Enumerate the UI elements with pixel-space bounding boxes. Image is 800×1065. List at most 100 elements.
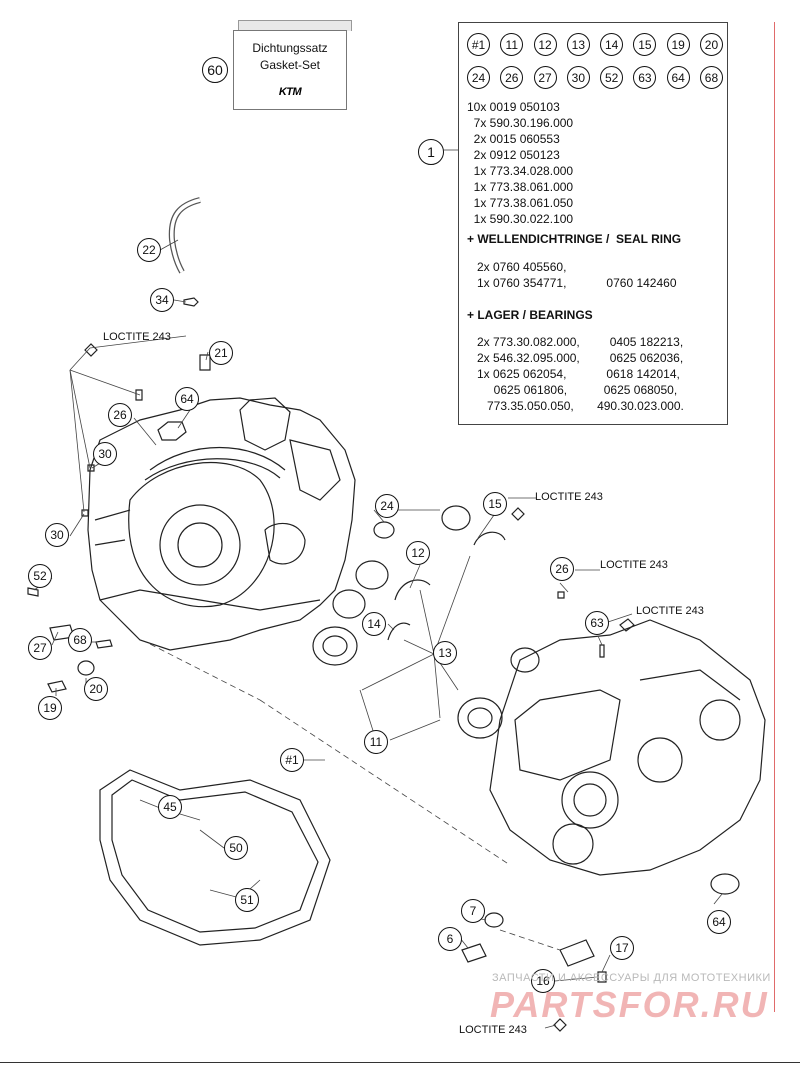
part-68 bbox=[95, 639, 113, 649]
chip: 12 bbox=[533, 33, 557, 56]
gasket-set-box: Dichtungssatz Gasket-Set KTM bbox=[233, 30, 347, 110]
chip: 64 bbox=[666, 66, 690, 89]
seal-line: 2x 0760 405560, bbox=[477, 260, 567, 274]
part-number-line: 7x 590.30.196.000 bbox=[467, 116, 574, 130]
bushing-64 bbox=[710, 873, 740, 895]
chip: 52 bbox=[600, 66, 624, 89]
loctite-label: LOCTITE 243 bbox=[103, 331, 171, 343]
bearing-line: 2x 546.32.095.000, 0625 062036, bbox=[477, 351, 684, 365]
callout-17: 17 bbox=[610, 936, 634, 960]
loctite-label: LOCTITE 243 bbox=[600, 559, 668, 571]
gasket-box-lid bbox=[238, 20, 352, 31]
part-number-line: 1x 773.38.061.050 bbox=[467, 196, 574, 210]
chip: 68 bbox=[699, 66, 723, 89]
callout-34: 34 bbox=[150, 288, 174, 312]
oil-port bbox=[552, 823, 594, 865]
bearing-line: 0625 061806, 0625 068050, bbox=[477, 383, 678, 397]
callout-11: 11 bbox=[364, 730, 388, 754]
plug-19 bbox=[47, 680, 67, 693]
gasket-title-de: Dichtungssatz bbox=[252, 41, 328, 55]
chip: 19 bbox=[666, 33, 690, 56]
gasket-outline bbox=[99, 769, 331, 946]
bearing-a bbox=[355, 560, 389, 590]
screw-34-part bbox=[183, 297, 199, 307]
callout-19: 19 bbox=[38, 696, 62, 720]
callout-15: 15 bbox=[483, 492, 507, 516]
circlip-15 bbox=[473, 531, 506, 546]
callout-26: 26 bbox=[108, 403, 132, 427]
chip: 13 bbox=[566, 33, 590, 56]
washer-20 bbox=[77, 660, 95, 676]
callout-7: 7 bbox=[461, 899, 485, 923]
callout-51: 51 bbox=[235, 888, 259, 912]
crank-bearing-seat bbox=[159, 504, 241, 586]
circlip-12 bbox=[394, 579, 431, 601]
callout-24: 24 bbox=[375, 494, 399, 518]
seal-line: 1x 0760 354771, 0760 142460 bbox=[477, 276, 677, 290]
callout-64b: 64 bbox=[707, 910, 731, 934]
bottom-border bbox=[0, 1062, 800, 1063]
chip: 26 bbox=[500, 66, 524, 89]
parts-list-box: #1 11 12 13 14 15 19 20 24 26 27 30 52 6… bbox=[458, 22, 728, 425]
margin-line bbox=[774, 22, 775, 1012]
part-21 bbox=[199, 354, 211, 371]
watermark-logo: PARTSFOR.RU bbox=[490, 984, 769, 1025]
chip: 24 bbox=[467, 66, 490, 89]
chip: 20 bbox=[699, 33, 723, 56]
callout-12: 12 bbox=[406, 541, 430, 565]
bearings-heading: + LAGER / BEARINGS bbox=[467, 308, 593, 322]
part-number-line: 10x 0019 050103 bbox=[467, 100, 560, 114]
bearing-b bbox=[312, 626, 358, 666]
bearing-line: 773.35.050.050, 490.30.023.000. bbox=[477, 399, 684, 413]
part-64a bbox=[157, 421, 187, 441]
callout-hash1: #1 bbox=[280, 748, 304, 772]
chip: 14 bbox=[600, 33, 624, 56]
loctite-drop-1 bbox=[84, 343, 98, 357]
plug-6 bbox=[461, 943, 487, 963]
callout-63: 63 bbox=[585, 611, 609, 635]
seal-ring-b bbox=[510, 647, 540, 673]
loctite-label: LOCTITE 243 bbox=[459, 1024, 527, 1036]
callout-64: 64 bbox=[175, 387, 199, 411]
part-number-line: 2x 0912 050123 bbox=[467, 148, 560, 162]
circlip-14 bbox=[387, 622, 411, 641]
callout-27: 27 bbox=[28, 636, 52, 660]
callout-20: 20 bbox=[84, 677, 108, 701]
chip: 27 bbox=[533, 66, 557, 89]
part-52 bbox=[27, 587, 39, 597]
callout-45: 45 bbox=[158, 795, 182, 819]
cover-plate bbox=[559, 939, 595, 967]
callout-26b: 26 bbox=[550, 557, 574, 581]
chip: #1 bbox=[467, 33, 490, 56]
part-number-line: 1x 773.34.028.000 bbox=[467, 164, 574, 178]
crank-bore bbox=[128, 461, 275, 608]
callout-52: 52 bbox=[28, 564, 52, 588]
callout-6: 6 bbox=[438, 927, 462, 951]
right-case-outline bbox=[489, 619, 766, 876]
part-number-line: 1x 590.30.022.100 bbox=[467, 212, 574, 226]
watermark-tagline: ЗАПЧАСТИ И АКСЕССУАРЫ ДЛЯ МОТОТЕХНИКИ bbox=[492, 972, 771, 984]
chip-row-2: 24 26 27 30 52 63 64 68 bbox=[467, 66, 723, 89]
callout-30b: 30 bbox=[45, 523, 69, 547]
bearing-c bbox=[457, 697, 503, 739]
chip: 63 bbox=[633, 66, 657, 89]
bearing-line: 2x 773.30.082.000, 0405 182213, bbox=[477, 335, 684, 349]
callout-22: 22 bbox=[137, 238, 161, 262]
callout-14: 14 bbox=[362, 612, 386, 636]
callout-30: 30 bbox=[93, 442, 117, 466]
gasket-title-en: Gasket-Set bbox=[259, 58, 321, 72]
loctite-label: LOCTITE 243 bbox=[535, 491, 603, 503]
seal-ring-heading: + WELLENDICHTRINGE / SEAL RING bbox=[467, 232, 682, 246]
left-case-outline bbox=[87, 397, 356, 651]
seal-ring-a bbox=[441, 505, 471, 531]
callout-13: 13 bbox=[433, 641, 457, 665]
bearing-line: 1x 0625 062054, 0618 142014, bbox=[477, 367, 680, 381]
loctite-label: LOCTITE 243 bbox=[636, 605, 704, 617]
bushing-24 bbox=[373, 521, 395, 539]
part-number-line: 1x 773.38.061.000 bbox=[467, 180, 574, 194]
seal-7 bbox=[484, 912, 504, 928]
callout-60: 60 bbox=[202, 57, 228, 83]
chip-row-1: #1 11 12 13 14 15 19 20 bbox=[467, 33, 723, 56]
